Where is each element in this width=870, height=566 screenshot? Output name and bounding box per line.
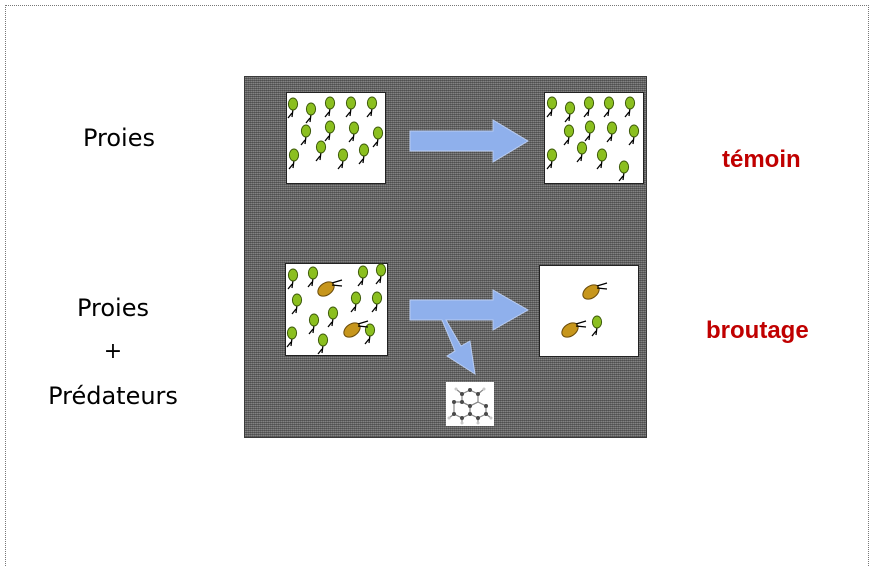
- slide-frame: [5, 5, 869, 566]
- label-proies-line: Proies: [76, 294, 149, 322]
- prey-predator-box-end: [539, 265, 639, 357]
- label-proies-predateurs: Proies + Prédateurs: [8, 286, 218, 418]
- prey-cells-control-end: [546, 96, 640, 182]
- prey-cells-control-start: [287, 96, 384, 170]
- prey-predator-cells-start: [286, 263, 387, 355]
- molecule-icon: [447, 387, 493, 425]
- arrow-grazing: [409, 289, 530, 376]
- arrow-control: [409, 119, 529, 163]
- label-predateurs-line: Prédateurs: [48, 382, 178, 410]
- diagram-drawing: [286, 96, 640, 425]
- label-proies: Proies: [82, 124, 155, 152]
- label-broutage: broutage: [706, 317, 809, 344]
- prey-predator-cells-end: [558, 281, 608, 341]
- label-plus-line: +: [103, 339, 123, 364]
- label-temoin: témoin: [722, 146, 801, 173]
